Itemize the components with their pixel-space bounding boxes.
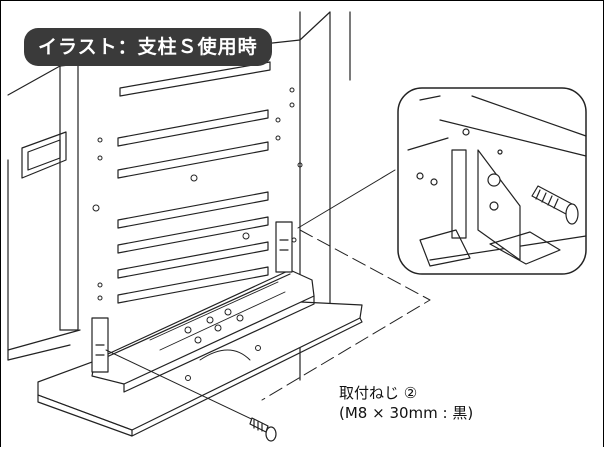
- callout-part-spec: (M8 × 30mm : 黒): [339, 404, 474, 422]
- stand-posts: [91, 221, 293, 373]
- zoom-leader-line: [297, 169, 396, 229]
- bolt-icon: [531, 185, 579, 225]
- guide-line: [261, 229, 431, 401]
- panel-holes: [92, 87, 303, 301]
- stand-base: [37, 269, 363, 437]
- screw-icon: [249, 417, 277, 442]
- callout-part-name: 取付ねじ ②: [339, 384, 418, 402]
- zoom-inset: [397, 87, 587, 275]
- screw-callout: 取付ねじ ② (M8 × 30mm : 黒): [339, 384, 473, 424]
- screw-leader-line: [105, 349, 263, 425]
- caption-badge: イラスト：支柱Ｓ使用時: [24, 28, 272, 66]
- base-screws: [184, 308, 261, 381]
- tv-rear-panel: [7, 11, 351, 381]
- vent-slots: [117, 61, 271, 304]
- handle-recess: [21, 131, 67, 179]
